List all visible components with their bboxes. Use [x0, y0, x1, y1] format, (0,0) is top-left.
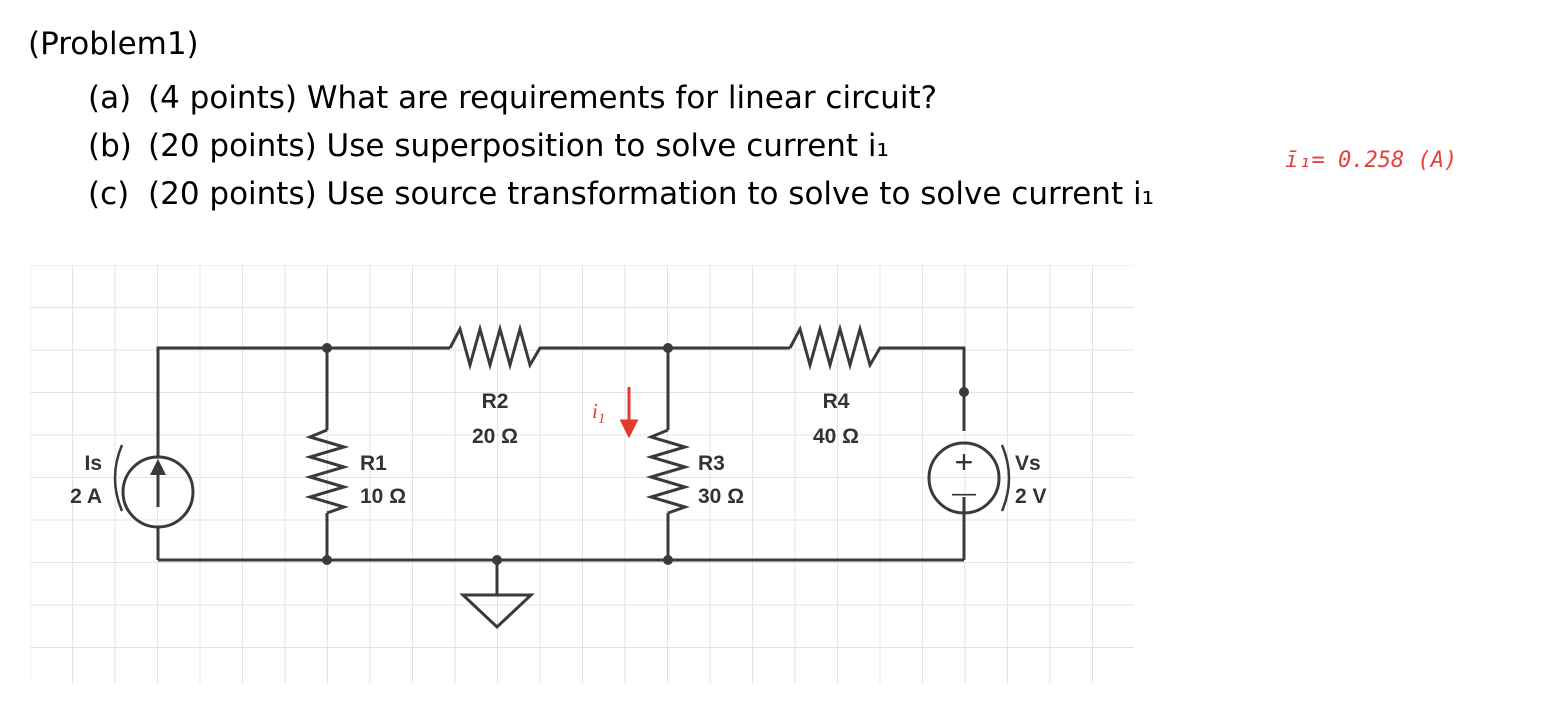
node-dot	[492, 555, 502, 565]
question-label: (b)	[88, 128, 132, 164]
down-arrow-icon	[619, 419, 639, 439]
question-label: (a)	[88, 80, 132, 116]
question-text: (20 points) Use source transformation to…	[148, 176, 1155, 212]
junction-nodes	[322, 343, 969, 565]
r1-name-label: R1	[360, 452, 387, 475]
up-arrow-icon	[150, 459, 166, 475]
question-item: (b) (20 points) Use superposition to solv…	[88, 122, 1154, 170]
r4-value-label: 40 Ω	[813, 425, 859, 448]
current-i1-annotation: i1	[592, 387, 639, 439]
handwritten-answer-text: ī₁= 0.258 (A)	[1285, 148, 1457, 173]
is-name-label: Is	[84, 452, 102, 475]
question-text: (4 points) What are requirements for lin…	[148, 80, 938, 116]
minus-sign: —	[952, 480, 976, 507]
question-text: (20 points) Use superposition to solve c…	[148, 128, 889, 164]
voltage-source-circle	[927, 441, 1001, 515]
grid-background	[30, 265, 1134, 683]
wire-top-right	[890, 346, 966, 428]
ground-symbol	[459, 593, 535, 630]
current-label-base: i	[592, 399, 598, 423]
question-item: (c) (20 points) Use source transformation…	[88, 170, 1154, 218]
r2-resistor-symbol	[448, 323, 550, 371]
plus-sign: +	[955, 444, 974, 480]
question-list: (a) (4 points) What are requirements for …	[88, 74, 1154, 218]
current-label-sub: 1	[598, 411, 606, 427]
current-label: i1	[592, 399, 605, 427]
r4-resistor-symbol	[788, 323, 890, 371]
is-value-label: 2 A	[70, 485, 102, 508]
circuit-wires	[156, 323, 966, 630]
r2-name-label: R2	[482, 390, 509, 413]
r3-name-label: R3	[698, 452, 725, 475]
r3-resistor-symbol	[645, 428, 691, 515]
r4-name-label: R4	[823, 390, 850, 413]
handwritten-answer: ī₁= 0.258 (A)	[1285, 148, 1457, 173]
r1-resistor-symbol	[304, 428, 350, 515]
circuit-diagram: + — i1 Is 2 A R1 10 Ω R2 20 Ω R3 30 Ω R4…	[30, 265, 1134, 683]
vs-value-label: 2 V	[1015, 485, 1047, 508]
vs-name-label: Vs	[1015, 452, 1041, 475]
problem-title: (Problem1)	[28, 26, 199, 62]
voltage-source-vs: + —	[927, 441, 1001, 515]
wire-top-left	[156, 346, 450, 457]
r2-value-label: 20 Ω	[472, 425, 518, 448]
node-dot	[959, 387, 969, 397]
r1-value-label: 10 Ω	[360, 485, 406, 508]
current-source-is	[121, 455, 195, 529]
node-dot	[663, 555, 673, 565]
r3-value-label: 30 Ω	[698, 485, 744, 508]
question-item: (a) (4 points) What are requirements for …	[88, 74, 1154, 122]
node-dot	[322, 555, 332, 565]
vs-bracket	[1000, 444, 1011, 512]
is-bracket	[113, 444, 124, 512]
question-label: (c)	[88, 176, 130, 212]
component-labels: Is 2 A R1 10 Ω R2 20 Ω R3 30 Ω R4 40 Ω V…	[70, 390, 1046, 508]
current-source-circle	[121, 455, 195, 529]
node-dot	[663, 343, 673, 353]
node-dot	[322, 343, 332, 353]
